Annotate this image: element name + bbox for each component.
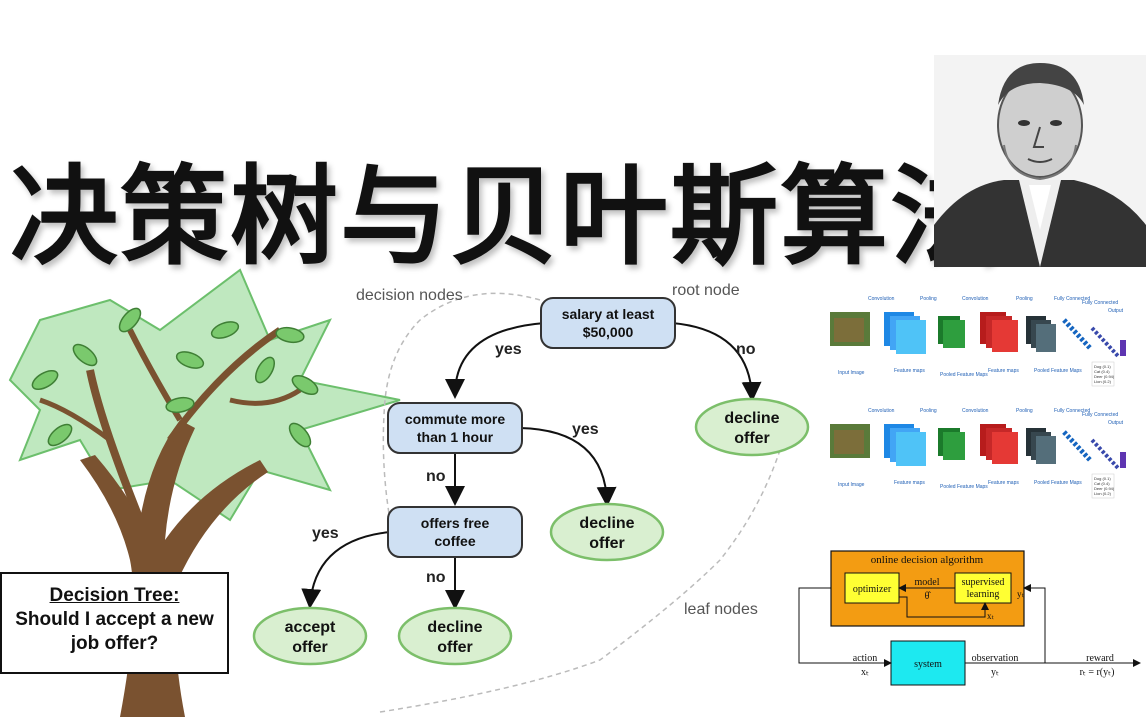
cnn-output-3: Lion (0.2) [1094,379,1112,384]
caption-title: Decision Tree: [49,585,180,606]
cnn2-output-3: Lion (0.2) [1094,491,1112,496]
cnn-stage-label-4: Fully Connected [1054,296,1090,302]
root-node-line-2: $50,000 [583,324,634,340]
cnn2-bottom-label-2: Pooled Feature Maps [940,484,988,490]
reward-label: reward [1086,653,1114,664]
optimizer-label: optimizer [853,584,892,595]
edge-label-commute-no: no [426,468,446,485]
commute-node-line-2: than 1 hour [417,429,494,445]
online-algo-title: online decision algorithm [871,554,984,566]
edge-label-root-no: no [736,341,756,358]
cnn-bottom-label-2: Pooled Feature Maps [940,372,988,378]
cnn2-output-1: Cat (0.4) [1094,481,1110,486]
cnn-bottom-label-0: Input Image [838,370,865,376]
cnn-bottom-label-1: Feature maps [894,368,925,374]
cnn2-stage-label-4: Fully Connected [1054,408,1090,414]
model-label: model [915,577,940,588]
leaf-accept: accept offer [252,606,368,666]
cnn-output-0: Dog (0.1) [1094,364,1111,369]
root-node-line-1: salary at least [562,306,655,322]
cnn2-stage-label-3: Pooling [1016,408,1033,414]
observation-label: observation [972,653,1019,664]
cnn-stage-label-6: Output [1108,308,1124,314]
coffee-node-line-1: offers free [421,515,490,531]
tree-trunk [80,420,268,717]
cnn2-bottom-label-1: Feature maps [894,480,925,486]
root-node: salary at least $50,000 [540,297,676,349]
supervised-line-1: supervised [962,577,1005,588]
tree-illustration [8,268,401,717]
inner-x-label: xₜ [987,611,995,621]
leaf-decline-2-line-1: decline [579,515,634,532]
leaf-decline-2-line-2: offer [589,535,625,552]
reward-formula: rₜ = r(yₜ) [1080,667,1115,678]
optimizer-box [844,572,900,604]
decision-tree-caption-box: Decision Tree: Should I accept a new job… [0,572,229,674]
leaf-nodes-bracket [379,449,781,713]
edge-coffee-yes [301,531,391,609]
caption-line-1: Should I accept a new [15,609,214,630]
action-symbol: xₜ [861,667,869,678]
decision-nodes-label: decision nodes [356,287,463,304]
cnn-row-2: Convolution Pooling Convolution Pooling … [830,408,1126,499]
cnn-stage-label-1: Pooling [920,296,937,302]
observation-symbol: yₜ [991,667,999,678]
leaf-decline-3-line-2: offer [437,639,473,656]
leaf-decline-1-line-2: offer [734,430,770,447]
cnn2-bottom-label-3: Feature maps [988,480,1019,486]
model-symbol: θ̂ [925,591,932,602]
system-box [890,640,966,686]
leaf-nodes-label: leaf nodes [684,601,758,618]
cnn-bottom-label-4: Pooled Feature Maps [1034,368,1082,374]
edge-label-commute-yes: yes [572,421,599,438]
coffee-node: offers free coffee [387,506,523,558]
cnn-stage-label-0: Convolution [868,296,895,302]
cnn2-output-2: Deer (0.94) [1094,486,1115,491]
cnn-stage-label-2: Convolution [962,296,989,302]
cnn-row-1: Convolution Pooling Convolution Pooling … [830,296,1126,387]
commute-node-line-1: commute more [405,411,506,427]
leaf-accept-line-1: accept [285,619,336,636]
action-label: action [853,653,877,664]
online-decision-algorithm-diagram: online decision algorithm optimizer supe… [798,550,1141,686]
inner-y-label: yₜ [1017,589,1025,599]
leaf-decline-1: decline offer [694,397,810,457]
coffee-node-line-2: coffee [434,533,475,549]
edge-label-coffee-no: no [426,569,446,586]
edge-root-no [671,322,762,402]
cnn2-stage-label-1: Pooling [920,408,937,414]
system-label: system [914,659,942,670]
root-node-label: root node [672,282,740,299]
cnn-bottom-label-3: Feature maps [988,368,1019,374]
cnn-output-1: Cat (0.4) [1094,369,1110,374]
cnn-architecture-figure: Convolution Pooling Convolution Pooling … [830,296,1126,499]
cnn2-output-0: Dog (0.1) [1094,476,1111,481]
cnn-stage-label-5: Fully Connected [1082,300,1118,306]
cnn-stage-label-3: Pooling [1016,296,1033,302]
leaf-accept-line-2: offer [292,639,328,656]
cnn2-stage-label-0: Convolution [868,408,895,414]
cnn2-stage-label-5: Fully Connected [1082,412,1118,418]
supervised-learning-box [954,572,1012,604]
edge-label-root-yes: yes [495,341,522,358]
edge-label-coffee-yes: yes [312,525,339,542]
cnn2-bottom-label-4: Pooled Feature Maps [1034,480,1082,486]
bayes-portrait-image [934,55,1146,267]
cnn2-stage-label-6: Output [1108,420,1124,426]
commute-node: commute more than 1 hour [387,402,523,454]
cnn-output-2: Deer (0.94) [1094,374,1115,379]
leaf-decline-3: decline offer [397,606,513,666]
supervised-line-2: learning [967,589,1000,600]
leaf-decline-1-line-1: decline [724,410,779,427]
cnn2-bottom-label-0: Input Image [838,482,865,488]
leaf-decline-3-line-1: decline [427,619,482,636]
decision-nodes-bracket [382,292,541,521]
edge-root-yes [445,322,546,399]
leaf-decline-2: decline offer [549,502,665,562]
cnn2-stage-label-2: Convolution [962,408,989,414]
caption-line-2: job offer? [70,633,159,654]
page-title: 决策树与贝叶斯算法 [10,155,1001,280]
edge-commute-yes [519,427,617,507]
